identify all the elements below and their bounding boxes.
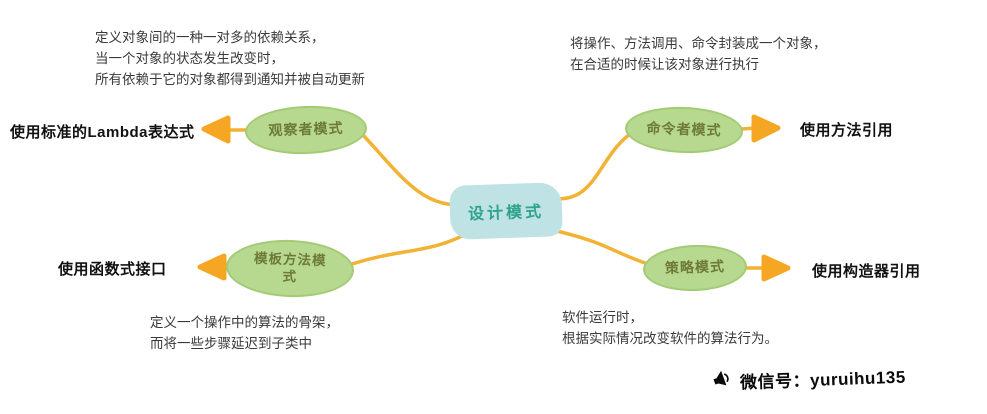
note-observer-line1: 定义对象间的一种一对多的依赖关系， <box>95 30 325 45</box>
note-command-line2: 在合适的时候让该对象进行执行 <box>570 57 759 72</box>
leaf-template: 使用函数式接口 <box>58 261 167 278</box>
note-observer: 定义对象间的一种一对多的依赖关系， 当一个对象的状态发生改变时， 所有依赖于它的… <box>95 27 365 90</box>
node-template-label-line2: 式 <box>282 268 298 284</box>
branch-line-strategy <box>550 228 650 266</box>
note-strategy-line2: 根据实际情况改变软件的算法行为。 <box>562 331 778 346</box>
node-observer-label: 观察者模式 <box>268 119 344 139</box>
note-command-line1: 将操作、方法调用、命令封装成一个对象， <box>570 36 827 51</box>
note-template-line1: 定义一个操作中的算法的骨架， <box>150 315 339 330</box>
note-template: 定义一个操作中的算法的骨架， 而将一些步骤延迟到子类中 <box>150 312 339 354</box>
note-command: 将操作、方法调用、命令封装成一个对象， 在合适的时候让该对象进行执行 <box>570 33 827 75</box>
note-strategy: 软件运行时， 根据实际情况改变软件的算法行为。 <box>562 307 778 349</box>
watermark: 微信号：yuruihu135 <box>712 362 907 396</box>
leaf-strategy: 使用构造器引用 <box>812 263 921 280</box>
leaf-command: 使用方法引用 <box>800 122 894 139</box>
branch-line-command <box>546 132 632 201</box>
center-node-design-patterns: 设计模式 <box>449 182 563 240</box>
note-observer-line2: 当一个对象的状态发生改变时， <box>95 51 284 66</box>
node-template-label: 模板方法模 式 <box>253 250 327 286</box>
node-template-label-line1: 模板方法模 <box>253 250 327 268</box>
arrow-left-template-icon <box>197 253 227 281</box>
note-observer-line3: 所有依赖于它的对象都得到通知并被自动更新 <box>95 72 365 87</box>
node-strategy-label: 策略模式 <box>664 258 726 277</box>
arrow-left-observer-icon <box>201 115 231 144</box>
watermark-text: 微信号：yuruihu135 <box>739 367 907 393</box>
arrow-right-command-icon <box>751 114 781 143</box>
arrow-right-strategy-icon <box>761 254 791 282</box>
branch-line-template <box>350 230 472 266</box>
note-strategy-line1: 软件运行时， <box>562 310 643 325</box>
node-command-label: 命令者模式 <box>646 119 722 139</box>
leaf-observer: 使用标准的Lambda表达式 <box>10 124 195 141</box>
note-template-line2: 而将一些步骤延迟到子类中 <box>150 336 312 351</box>
megaphone-icon <box>708 365 738 398</box>
center-node-label: 设计模式 <box>467 203 545 224</box>
